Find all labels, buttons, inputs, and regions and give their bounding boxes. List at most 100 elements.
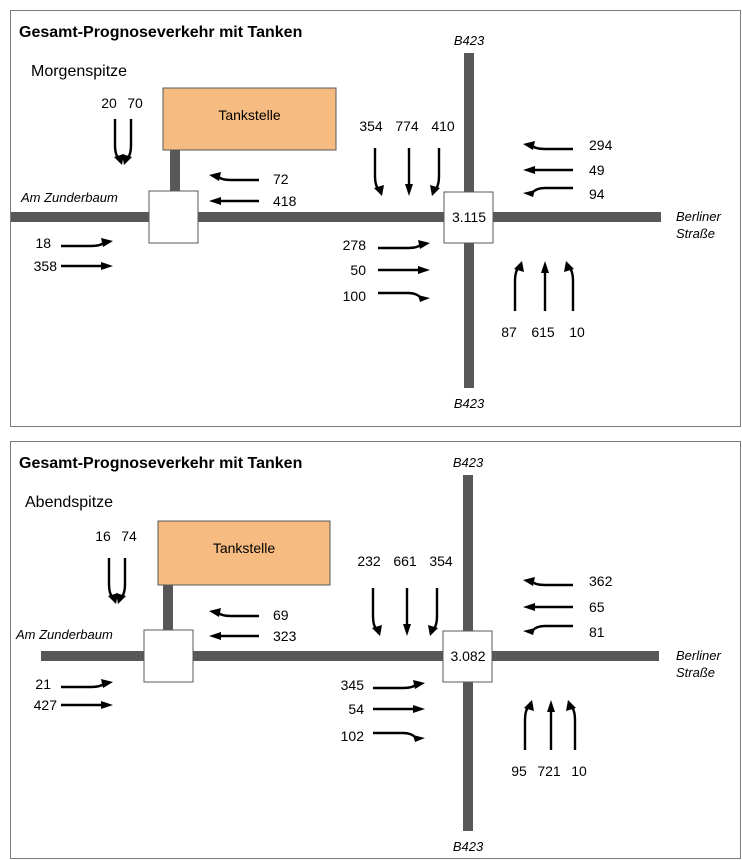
- arrow-north-right: [430, 148, 441, 196]
- station-junction-box: [143, 629, 194, 683]
- arrow-south-straight: [541, 261, 549, 311]
- street-name-berliner: Berliner: [676, 648, 721, 663]
- street-name-b423-south: B423: [454, 396, 485, 411]
- arrow-east-top: [523, 577, 573, 587]
- street-name-am-zunderbaum: Am Zunderbaum: [20, 190, 118, 205]
- flow-south-straight: 721: [537, 763, 561, 779]
- street-name-strasse: Straße: [676, 226, 715, 241]
- arrow-west-left: [378, 240, 430, 250]
- flow-east-bottom: 94: [589, 186, 605, 202]
- arrow-station-left: [107, 558, 118, 604]
- flow-west-in-straight: 358: [34, 258, 58, 274]
- arrow-station-right: [116, 558, 127, 604]
- flow-south-left: 87: [501, 324, 517, 340]
- arrow-station-left: [113, 119, 124, 165]
- diagram-title: Gesamt-Prognoseverkehr mit Tanken: [19, 24, 302, 41]
- flow-station-right: 70: [127, 95, 143, 111]
- arrow-east-bottom: [523, 186, 573, 197]
- arrow-west-right: [378, 291, 430, 302]
- arrow-west-in-straight: [61, 701, 113, 709]
- arrow-east-top: [523, 141, 573, 151]
- flow-north-left: 354: [359, 118, 383, 134]
- flow-north-left: 232: [357, 553, 381, 569]
- street-name-strasse: Straße: [676, 665, 715, 680]
- arrow-south-left: [523, 700, 534, 750]
- street-name-b423-south: B423: [453, 839, 484, 854]
- main-junction-box: [442, 630, 493, 683]
- flow-north-right: 410: [431, 118, 455, 134]
- arrow-east-mid: [523, 603, 573, 611]
- peak-period-label: Abendspitze: [25, 494, 113, 511]
- peak-period-label: Morgenspitze: [31, 63, 127, 80]
- arrow-westbound-straight: [209, 632, 259, 640]
- diagram-title: Gesamt-Prognoseverkehr mit Tanken: [19, 455, 302, 472]
- gas-station-label: Tankstelle: [218, 107, 280, 123]
- flow-west-left: 345: [341, 677, 365, 693]
- flow-west-straight: 54: [348, 701, 364, 717]
- arrow-west-in-right: [61, 679, 113, 689]
- main-junction-box: [443, 191, 494, 244]
- gas-station-box: [162, 87, 337, 151]
- arrow-station-right: [122, 119, 133, 165]
- flow-east-mid: 49: [589, 162, 605, 178]
- arrow-west-straight: [373, 705, 425, 713]
- gas-station-label: Tankstelle: [213, 540, 275, 556]
- flow-east-bottom: 81: [589, 624, 605, 640]
- flow-westbound-straight: 418: [273, 193, 297, 209]
- arrow-south-right: [564, 261, 575, 311]
- street-name-berliner: Berliner: [676, 209, 721, 224]
- arrow-north-left: [373, 148, 384, 196]
- flow-station-right: 74: [121, 528, 137, 544]
- intersection-diagram: Gesamt-Prognoseverkehr mit TankenAbendsp…: [15, 455, 721, 854]
- flow-south-left: 95: [511, 763, 527, 779]
- flow-west-right: 102: [341, 728, 365, 744]
- street-name-b423-north: B423: [453, 455, 484, 470]
- main-road: [41, 651, 659, 661]
- arrow-north-straight: [403, 588, 411, 636]
- flow-south-right: 10: [569, 324, 585, 340]
- junction-total-value: 3.115: [452, 209, 486, 225]
- flow-east-mid: 65: [589, 599, 605, 615]
- arrow-west-straight: [378, 266, 430, 274]
- flow-westbound-turn: 72: [273, 171, 289, 187]
- arrow-east-mid: [523, 166, 573, 174]
- intersection-diagram: Gesamt-Prognoseverkehr mit TankenMorgens…: [11, 24, 721, 411]
- flow-westbound-straight: 323: [273, 628, 297, 644]
- flow-west-in-right: 18: [35, 235, 51, 251]
- flow-south-right: 10: [571, 763, 587, 779]
- flow-east-top: 294: [589, 137, 613, 153]
- street-name-b423-north: B423: [454, 33, 485, 48]
- arrow-westbound-turn: [209, 608, 259, 618]
- arrow-south-right: [566, 700, 577, 750]
- arrow-west-in-right: [61, 238, 113, 248]
- arrow-east-bottom: [523, 624, 573, 635]
- arrow-north-right: [428, 588, 439, 636]
- flow-west-straight: 50: [350, 262, 366, 278]
- arrow-west-left: [373, 680, 425, 690]
- flow-east-top: 362: [589, 573, 613, 589]
- main-road: [11, 212, 661, 222]
- station-access-road: [163, 585, 173, 630]
- arrow-north-straight: [405, 148, 413, 196]
- flow-north-straight: 661: [393, 553, 417, 569]
- station-junction-box: [148, 190, 199, 244]
- flow-south-straight: 615: [531, 324, 555, 340]
- junction-total-value: 3.082: [450, 648, 485, 664]
- flow-north-right: 354: [429, 553, 453, 569]
- arrow-south-left: [513, 261, 524, 311]
- arrow-south-straight: [547, 700, 555, 750]
- flow-station-left: 20: [101, 95, 117, 111]
- arrow-north-left: [371, 588, 382, 636]
- gas-station-box: [157, 520, 331, 586]
- arrow-westbound-straight: [209, 197, 259, 205]
- arrow-west-in-straight: [61, 262, 113, 270]
- flow-north-straight: 774: [395, 118, 419, 134]
- flow-west-in-straight: 427: [34, 697, 58, 713]
- flow-west-in-right: 21: [35, 676, 51, 692]
- street-name-am-zunderbaum: Am Zunderbaum: [15, 627, 113, 642]
- station-access-road: [170, 150, 180, 191]
- flow-west-left: 278: [343, 237, 367, 253]
- arrow-west-right: [373, 731, 425, 742]
